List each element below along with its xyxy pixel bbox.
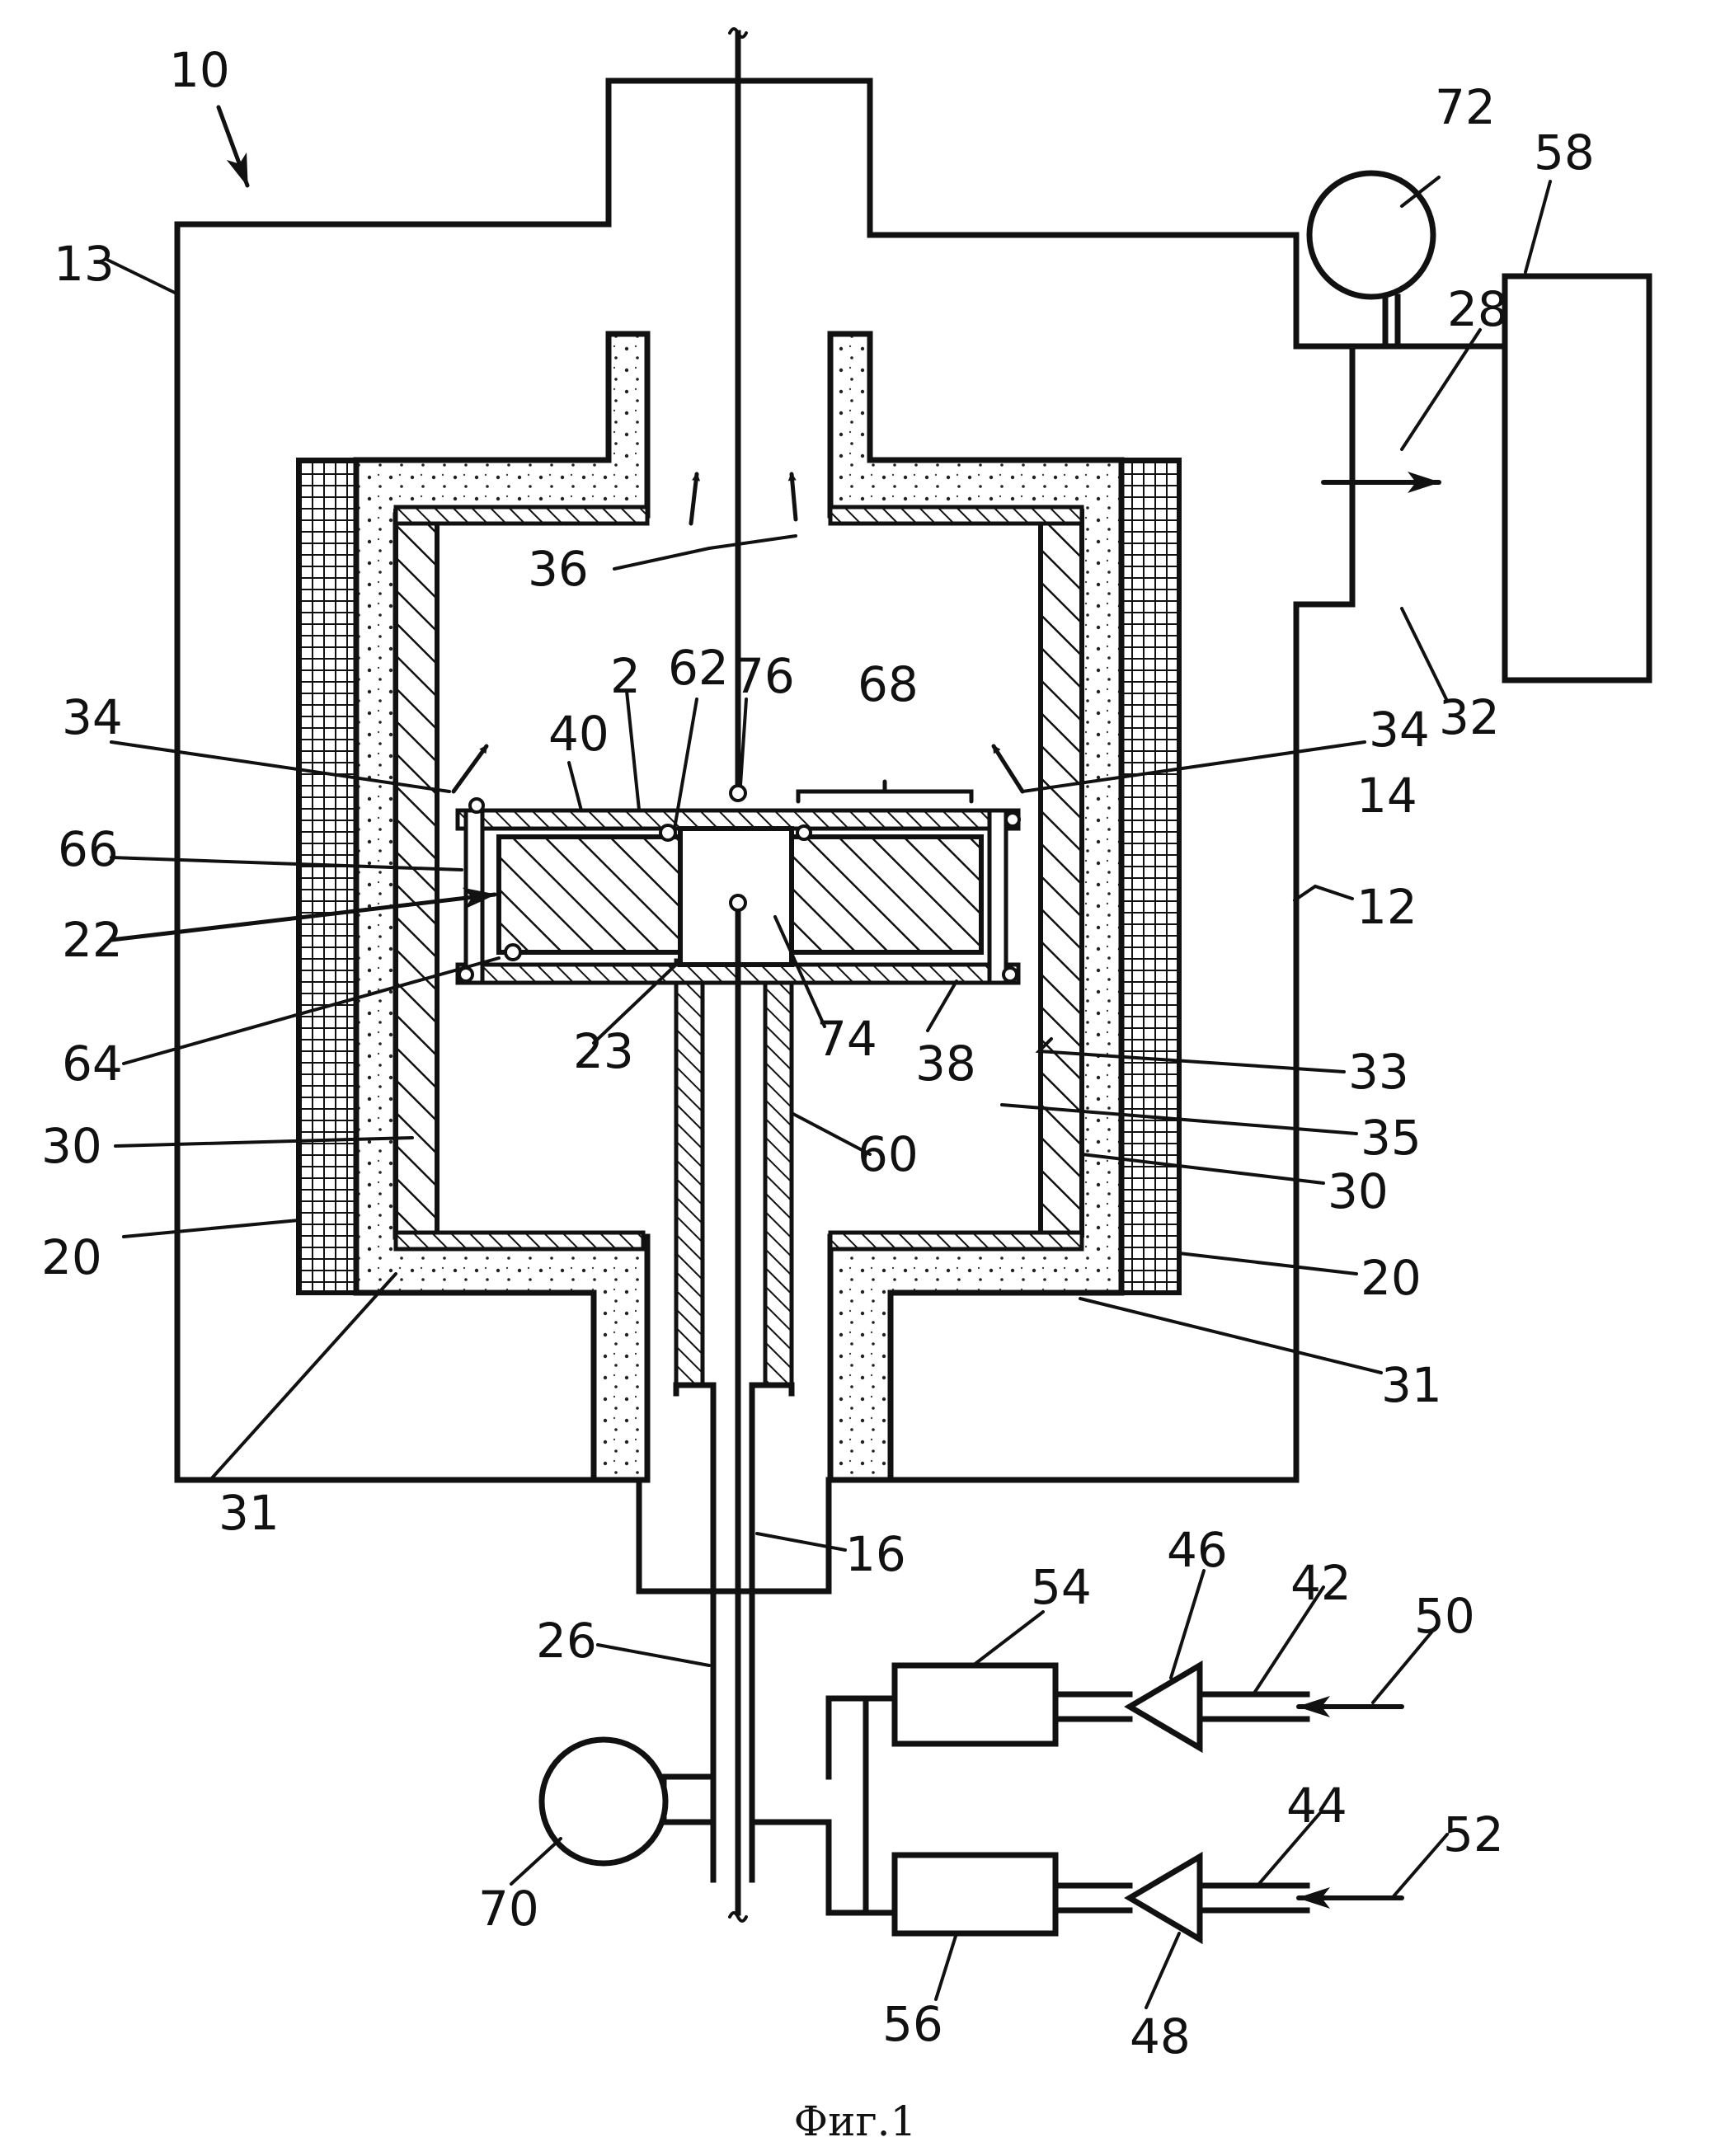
- vacuum-pump-70: [542, 1740, 665, 1863]
- label-50: 50: [1414, 1588, 1475, 1644]
- shield-top-right: [830, 507, 1082, 524]
- label-12: 12: [1356, 879, 1417, 935]
- bottom-wire-tilde: [730, 1913, 746, 1921]
- label-60: 60: [858, 1126, 919, 1182]
- flow-arrow-34-left: [454, 746, 487, 791]
- exhaust-pump-72: [1309, 173, 1433, 297]
- flow-arrow-34-right: [994, 746, 1022, 791]
- label-48: 48: [1130, 2008, 1191, 2064]
- substrate-22-right: [792, 837, 981, 952]
- label-66: 66: [58, 821, 119, 877]
- heater-20-right: [1121, 460, 1179, 1293]
- label-70: 70: [478, 1881, 539, 1937]
- label-68: 68: [858, 656, 919, 712]
- label-33: 33: [1348, 1044, 1409, 1100]
- label-31-left: 31: [219, 1485, 280, 1541]
- valve-46: [1130, 1665, 1200, 1748]
- pin-bottom-right: [1004, 968, 1017, 981]
- label-16: 16: [845, 1526, 906, 1582]
- label-22: 22: [62, 912, 123, 968]
- label-40: 40: [548, 706, 609, 762]
- label-74: 74: [816, 1011, 877, 1067]
- label-52: 52: [1443, 1806, 1504, 1862]
- label-54: 54: [1031, 1559, 1092, 1615]
- label-2: 2: [610, 648, 641, 704]
- label-34-left: 34: [62, 689, 123, 745]
- label-38: 38: [915, 1036, 976, 1092]
- shield-bottom-left: [396, 1233, 643, 1249]
- label-26: 26: [536, 1613, 597, 1669]
- mass-flow-controller-56: [895, 1855, 1055, 1933]
- label-20-right: 20: [1361, 1250, 1422, 1306]
- mass-flow-controller-54: [895, 1665, 1055, 1744]
- label-32: 32: [1439, 689, 1500, 745]
- label-28: 28: [1447, 281, 1508, 337]
- label-42: 42: [1290, 1555, 1351, 1611]
- label-34-right: 34: [1369, 702, 1430, 758]
- label-58: 58: [1534, 124, 1595, 181]
- label-31-right: 31: [1381, 1357, 1442, 1413]
- controller-box-58: [1505, 276, 1649, 680]
- label-62: 62: [668, 640, 729, 696]
- label-72: 72: [1435, 79, 1496, 135]
- shield-bottom-right: [830, 1233, 1082, 1249]
- substrate-22-left: [499, 837, 680, 952]
- bracket-68: [798, 782, 971, 801]
- label-44: 44: [1286, 1778, 1347, 1834]
- seal-64: [505, 945, 520, 960]
- gas-line-to-shaft: [664, 1698, 895, 1913]
- label-76: 76: [734, 648, 795, 704]
- shield-top-left: [396, 507, 647, 524]
- label-64: 64: [62, 1036, 123, 1092]
- shield-30-right: [1041, 511, 1082, 1235]
- label-30-left: 30: [41, 1118, 102, 1174]
- heater-20-left: [298, 460, 356, 1293]
- pin-top-left: [470, 799, 483, 812]
- label-30-right: 30: [1328, 1163, 1389, 1219]
- shaft-sleeve-60-right: [765, 961, 792, 1385]
- label-36: 36: [528, 541, 589, 597]
- shaft-16: [676, 1385, 792, 1880]
- figure-caption: Фиг.1: [794, 2097, 917, 2145]
- thermocouple-76: [731, 786, 745, 801]
- label-14: 14: [1356, 768, 1417, 824]
- leader-10: [219, 107, 247, 186]
- valve-48: [1130, 1857, 1200, 1939]
- seal-right: [797, 826, 811, 839]
- pin-top-right: [1006, 813, 1019, 826]
- spacer-right: [989, 810, 1006, 983]
- pump-70-line: [664, 1777, 713, 1822]
- shaft-sleeve-60-left: [676, 961, 703, 1385]
- label-46: 46: [1167, 1522, 1228, 1578]
- label-13: 13: [54, 236, 115, 292]
- controller-connection: [1296, 346, 1505, 604]
- flow-arrow-36-left: [691, 474, 697, 524]
- label-20-left: 20: [41, 1229, 102, 1285]
- top-plate-40: [458, 810, 1018, 829]
- label-23: 23: [573, 1023, 634, 1079]
- label-35: 35: [1361, 1110, 1422, 1166]
- thermocouple-74: [731, 895, 745, 910]
- flow-arrow-36-right: [792, 474, 796, 519]
- shield-30-left: [396, 511, 437, 1235]
- top-wire-tilde: [730, 29, 746, 37]
- label-10: 10: [169, 42, 230, 98]
- label-56: 56: [882, 1996, 943, 2052]
